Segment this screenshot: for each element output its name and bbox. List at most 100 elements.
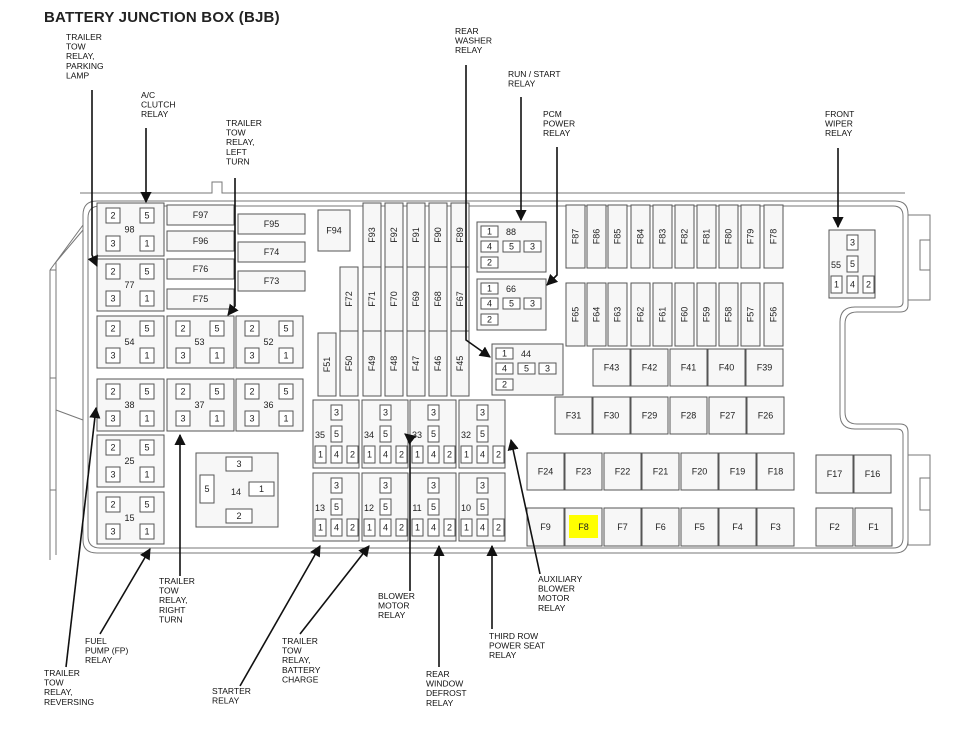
fuse-f51[interactable]: F51 [317, 332, 337, 397]
fuse-f39[interactable]: F39 [745, 348, 784, 387]
fuse-f58[interactable]: F58 [718, 282, 739, 347]
fuse-f48[interactable]: F48 [384, 330, 404, 397]
fuse-f49[interactable]: F49 [362, 330, 382, 397]
fuse-f62[interactable]: F62 [630, 282, 651, 347]
fuse-f95[interactable]: F95 [237, 213, 306, 235]
fuse-f8[interactable]: F8 [564, 507, 603, 547]
fuse-f20[interactable]: F20 [680, 452, 719, 491]
fuse-f4[interactable]: F4 [718, 507, 757, 547]
fuse-f17[interactable]: F17 [815, 454, 854, 494]
fuse-f27[interactable]: F27 [708, 396, 747, 435]
fuse-f40[interactable]: F40 [707, 348, 746, 387]
fuse-f82[interactable]: F82 [674, 204, 695, 269]
fuse-f76[interactable]: F76 [166, 258, 235, 280]
fuse-f19[interactable]: F19 [718, 452, 757, 491]
relay-number: 98 [124, 225, 134, 235]
fuse-f61[interactable]: F61 [652, 282, 673, 347]
fuse-f87[interactable]: F87 [565, 204, 586, 269]
fuse-f73[interactable]: F73 [237, 270, 306, 292]
fuse-f91[interactable]: F91 [406, 202, 426, 268]
fuse-f41[interactable]: F41 [669, 348, 708, 387]
fuse-f97[interactable]: F97 [166, 204, 235, 226]
fuse-f85[interactable]: F85 [607, 204, 628, 269]
fuse-f16[interactable]: F16 [853, 454, 892, 494]
fuse-f2[interactable]: F2 [815, 507, 854, 547]
fuse-f83[interactable]: F83 [652, 204, 673, 269]
fuse-f7[interactable]: F7 [603, 507, 642, 547]
fuse-f22[interactable]: F22 [603, 452, 642, 491]
fuse-f72[interactable]: F72 [339, 266, 359, 332]
fuse-f93[interactable]: F93 [362, 202, 382, 268]
fuse-f47[interactable]: F47 [406, 330, 426, 397]
fuse-f78[interactable]: F78 [763, 204, 784, 269]
fuse-f74[interactable]: F74 [237, 241, 306, 263]
fuse-f18[interactable]: F18 [756, 452, 795, 491]
fuse-f57[interactable]: F57 [740, 282, 761, 347]
fuse-f6[interactable]: F6 [641, 507, 680, 547]
fuse-f46[interactable]: F46 [428, 330, 448, 397]
fuse-f21[interactable]: F21 [641, 452, 680, 491]
fuse-f63[interactable]: F63 [607, 282, 628, 347]
fuse-f50[interactable]: F50 [339, 330, 359, 397]
fuse-f60[interactable]: F60 [674, 282, 695, 347]
fuse-f3[interactable]: F3 [756, 507, 795, 547]
fuse-f70[interactable]: F70 [384, 266, 404, 332]
fuse-f31[interactable]: F31 [554, 396, 593, 435]
fuse-f45[interactable]: F45 [450, 330, 470, 397]
fuse-f59[interactable]: F59 [696, 282, 717, 347]
fuse-f56[interactable]: F56 [763, 282, 784, 347]
fuse-f69[interactable]: F69 [406, 266, 426, 332]
fuse-f24[interactable]: F24 [526, 452, 565, 491]
fuse-f68[interactable]: F68 [428, 266, 448, 332]
fuse-f75[interactable]: F75 [166, 288, 235, 310]
fuse-f79[interactable]: F79 [740, 204, 761, 269]
fuse-f23[interactable]: F23 [564, 452, 603, 491]
fuse-f29[interactable]: F29 [630, 396, 669, 435]
fuse-f89[interactable]: F89 [450, 202, 470, 268]
fuse-f90[interactable]: F90 [428, 202, 448, 268]
relay-pin: 3 [110, 470, 115, 480]
fuse-f65[interactable]: F65 [565, 282, 586, 347]
fuse-f86[interactable]: F86 [586, 204, 607, 269]
relay-pin: 2 [110, 500, 115, 510]
fuse-f42[interactable]: F42 [630, 348, 669, 387]
relay-pin: 1 [415, 523, 420, 533]
fuse-f96[interactable]: F96 [166, 230, 235, 252]
fuse-f92[interactable]: F92 [384, 202, 404, 268]
fuse-f5[interactable]: F5 [680, 507, 719, 547]
fuse-f43[interactable]: F43 [592, 348, 631, 387]
fuse-f81[interactable]: F81 [696, 204, 717, 269]
fuse-f94[interactable]: F94 [317, 209, 351, 252]
fuse-f64[interactable]: F64 [586, 282, 607, 347]
fuse-f80[interactable]: F80 [718, 204, 739, 269]
fuse-f84[interactable]: F84 [630, 204, 651, 269]
fuse-f1[interactable]: F1 [854, 507, 893, 547]
fuse-f26[interactable]: F26 [746, 396, 785, 435]
fuse-f71[interactable]: F71 [362, 266, 382, 332]
fuse-f28[interactable]: F28 [669, 396, 708, 435]
fuse-f30[interactable]: F30 [592, 396, 631, 435]
